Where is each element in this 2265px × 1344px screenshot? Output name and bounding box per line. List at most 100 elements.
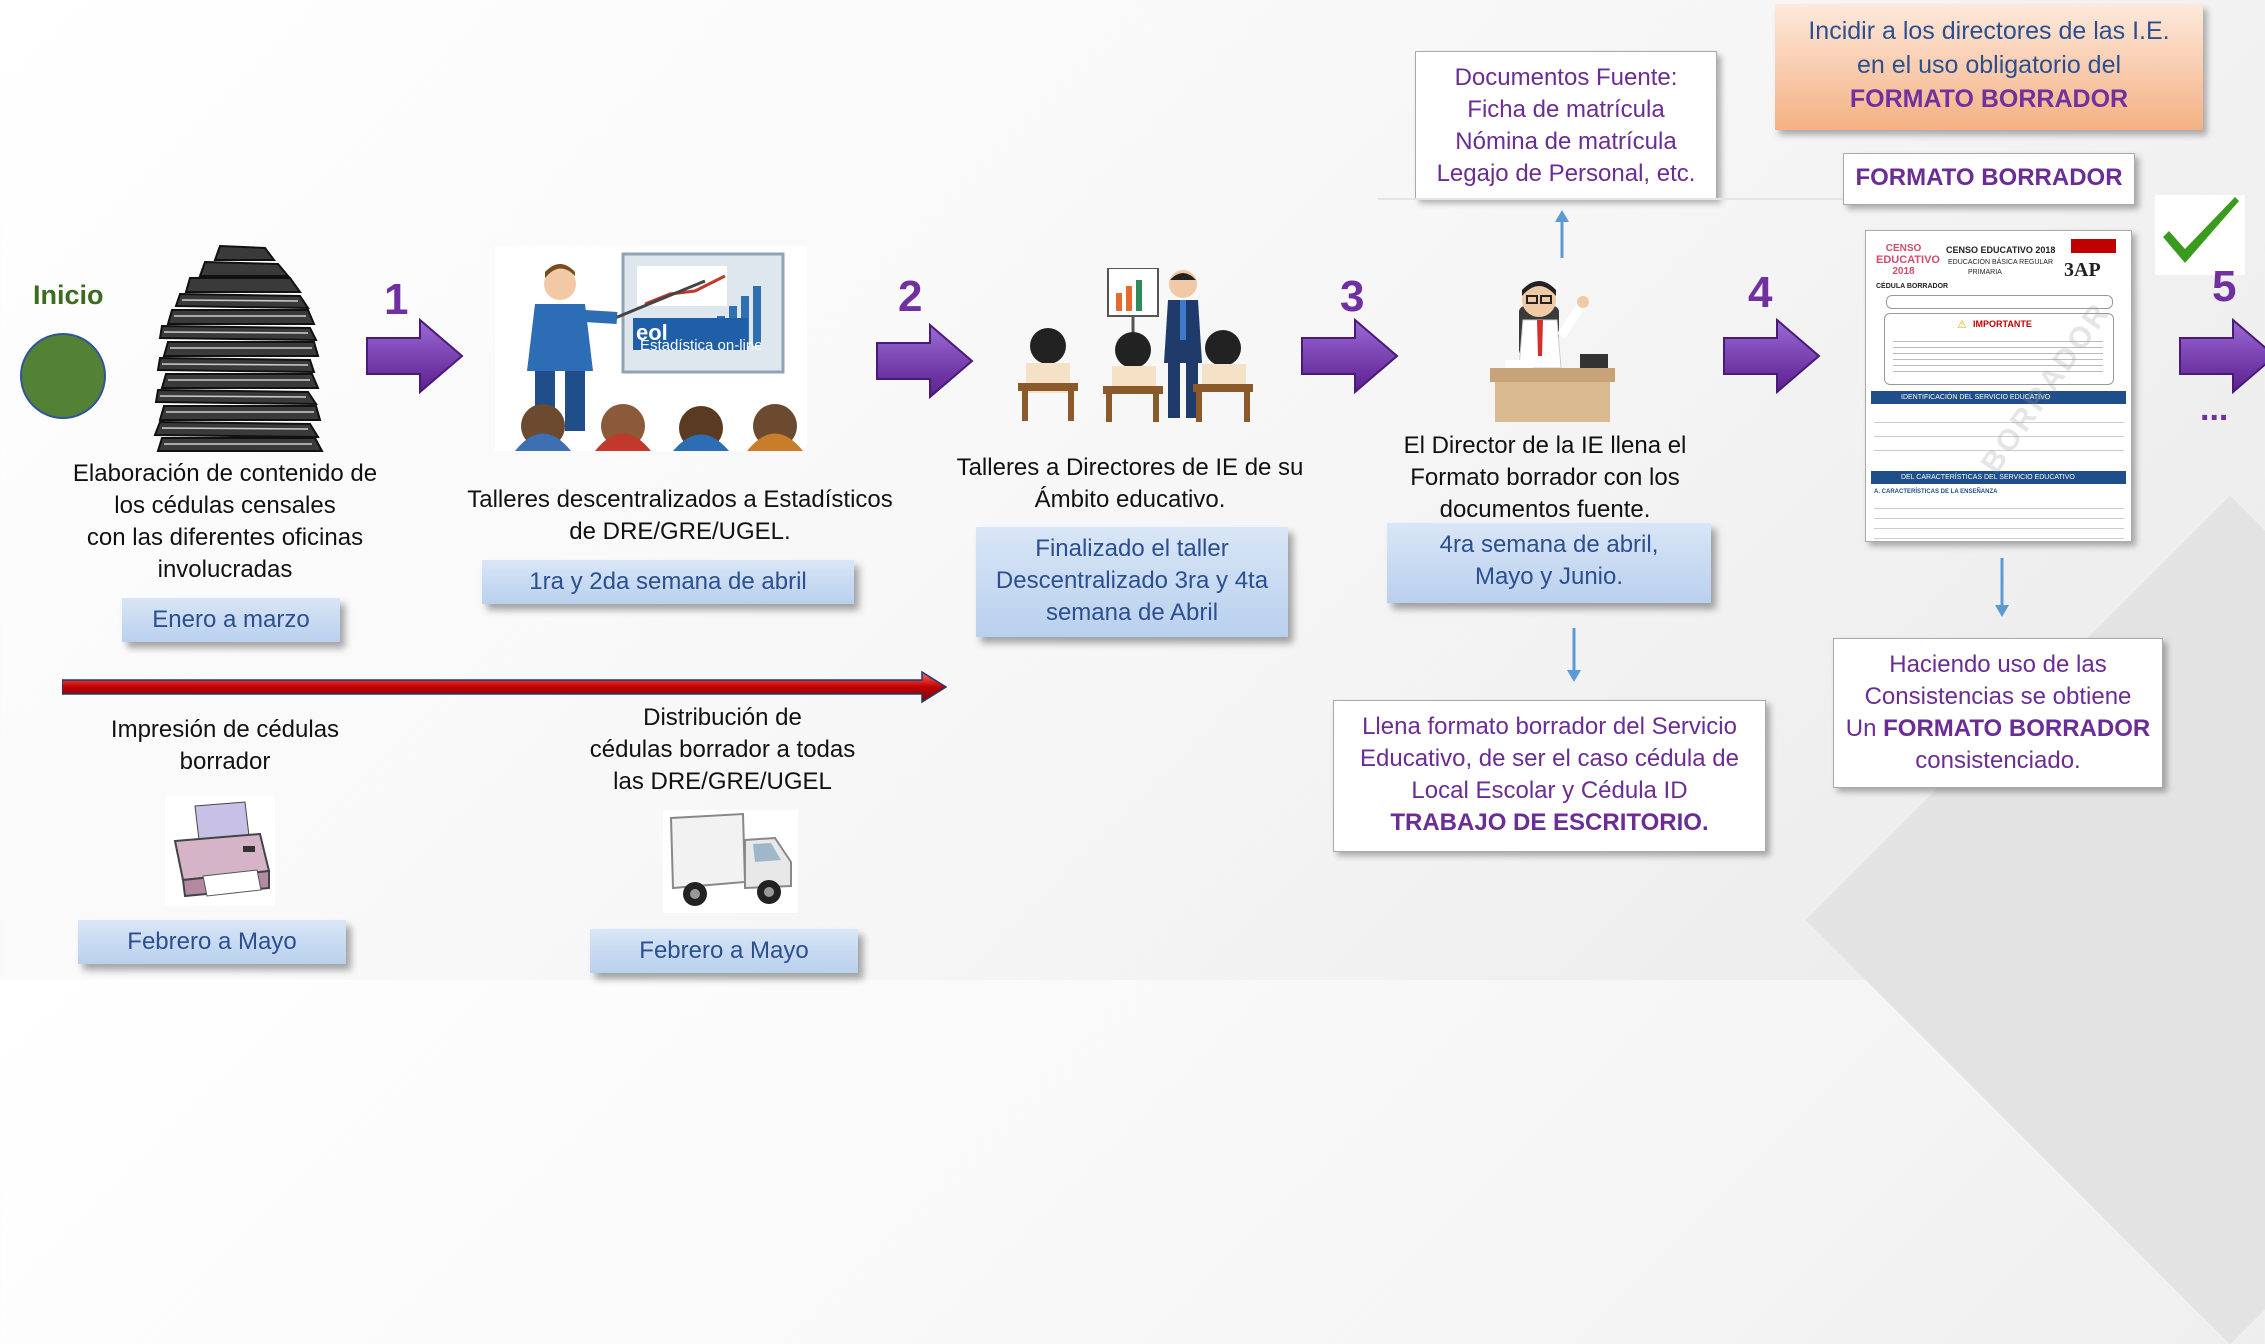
- documentos-fuente-box: Documentos Fuente: Ficha de matrícula Nó…: [1415, 51, 1717, 199]
- form-section-label: IDENTIFICACIÓN DEL SERVICIO EDUCATIVO: [1901, 394, 2051, 401]
- elaboracion-description: Elaboración de contenido de los cédulas …: [60, 458, 390, 586]
- form-title: CENSO EDUCATIVO 2018: [1946, 245, 2056, 255]
- form-section-label: DEL CARACTERÍSTICAS DEL SERVICIO EDUCATI…: [1901, 474, 2075, 481]
- elaboracion-period-badge: Enero a marzo: [122, 598, 340, 642]
- impresion-description: Impresión de cédulas borrador: [90, 714, 360, 778]
- form-subtitle: PRIMARIA: [1968, 269, 2002, 276]
- form-fields: [1874, 499, 2124, 539]
- checkmark-icon: [2155, 195, 2245, 275]
- distribucion-period-badge: Febrero a Mayo: [590, 929, 858, 973]
- documentos-fuente-line: Legajo de Personal, etc.: [1436, 160, 1696, 187]
- director-period-line: 4ra semana de abril,: [1439, 531, 1659, 558]
- director-line: El Director de la IE llena el: [1403, 432, 1687, 459]
- form-logo-year: 2018: [1892, 266, 1915, 277]
- printer-icon: [165, 796, 275, 906]
- continuation-ellipsis: ...: [2200, 390, 2229, 428]
- impresion-line: Impresión de cédulas: [110, 716, 340, 743]
- impresion-period-badge: Febrero a Mayo: [78, 920, 346, 964]
- divider-line: [1378, 198, 1858, 200]
- talleres-directores-line: Talleres a Directores de IE de su: [956, 454, 1304, 481]
- step-number: 1: [384, 275, 409, 324]
- arrow-down-icon: [1567, 628, 1581, 682]
- talleres-directores-period-line: Descentralizado 3ra y 4ta: [995, 567, 1269, 594]
- distribucion-description: Distribución de cédulas borrador a todas…: [555, 702, 890, 798]
- distribucion-line: las DRE/GRE/UGEL: [613, 768, 832, 795]
- form-preview-document: CENSO EDUCATIVO 2018 CENSO EDUCATIVO 201…: [1865, 230, 2132, 542]
- talleres-directores-period-line: semana de Abril: [1045, 599, 1219, 626]
- form-section-bar: DEL CARACTERÍSTICAS DEL SERVICIO EDUCATI…: [1871, 471, 2126, 484]
- form-important-box: ⚠ IMPORTANTE: [1884, 313, 2114, 385]
- documentos-fuente-line: Documentos Fuente:: [1454, 64, 1678, 91]
- talleres-directores-period-line: Finalizado el taller: [1035, 535, 1229, 562]
- arrow-down-icon: [1995, 558, 2009, 617]
- consistencias-box: Haciendo uso de las Consistencias se obt…: [1833, 638, 2163, 788]
- step-arrow-icon: [1723, 318, 1821, 394]
- form-section-bar: IDENTIFICACIÓN DEL SERVICIO EDUCATIVO: [1871, 391, 2126, 404]
- documentos-fuente-line: Ficha de matrícula: [1467, 96, 1665, 123]
- incidir-line: en el uso obligatorio del: [1856, 51, 2122, 79]
- trabajo-escritorio-emphasis: TRABAJO DE ESCRITORIO.: [1390, 809, 1709, 836]
- consistencias-line: Consistencias se obtiene: [1864, 683, 2132, 710]
- incidir-box: Incidir a los directores de las I.E. en …: [1775, 4, 2203, 130]
- consistencias-line: consistenciado.: [1915, 747, 2081, 774]
- consistencias-prefix: Un: [1845, 715, 1884, 742]
- form-lines: [1893, 336, 2103, 376]
- director-line: documentos fuente.: [1439, 496, 1651, 523]
- formato-borrador-label: FORMATO BORRADOR: [1843, 153, 2135, 205]
- form-important-label: IMPORTANTE: [1973, 319, 2032, 329]
- director-illustration: [1490, 281, 1615, 422]
- director-period-badge: 4ra semana de abril, Mayo y Junio.: [1387, 523, 1711, 603]
- distribucion-line: cédulas borrador a todas: [589, 736, 856, 763]
- trabajo-escritorio-line: Educativo, de ser el caso cédula de: [1360, 745, 1739, 772]
- step-number: 2: [898, 272, 923, 321]
- elaboracion-line: con las diferentes oficinas: [86, 524, 364, 551]
- form-banner: [1886, 295, 2113, 309]
- elaboracion-line: Elaboración de contenido de: [72, 460, 378, 487]
- talleres-estadisticos-line: Talleres descentralizados a Estadísticos: [467, 486, 893, 513]
- form-subtitle: EDUCACIÓN BÁSICA REGULAR: [1948, 259, 2054, 266]
- form-subsection-label: A. CARACTERÍSTICAS DE LA ENSEÑANZA: [1874, 489, 1998, 495]
- form-logo-line: EDUCATIVO: [1876, 254, 1940, 266]
- incidir-line: Incidir a los directores de las I.E.: [1808, 17, 2170, 45]
- step-arrow-icon: [2179, 318, 2265, 394]
- background-shape: [1805, 495, 2265, 1344]
- director-line: Formato borrador con los: [1410, 464, 1680, 491]
- form-fields: [1874, 409, 2124, 464]
- consistencias-line: Un FORMATO BORRADOR: [1842, 713, 2154, 745]
- impresion-line: borrador: [179, 748, 271, 775]
- talleres-estadisticos-description: Talleres descentralizados a Estadísticos…: [460, 484, 900, 548]
- distribucion-line: Distribución de: [643, 704, 802, 731]
- talleres-directores-period-badge: Finalizado el taller Descentralizado 3ra…: [976, 527, 1288, 637]
- talleres-directores-line: Ámbito educativo.: [1034, 486, 1226, 513]
- talleres-directores-description: Talleres a Directores de IE de su Ámbito…: [935, 452, 1325, 516]
- form-cedula-label: CÉDULA BORRADOR: [1876, 283, 1949, 290]
- elaboracion-line: involucradas: [157, 556, 293, 583]
- paper-stack-icon: [153, 244, 324, 452]
- consistencias-emphasis: FORMATO BORRADOR: [1883, 715, 2151, 742]
- arrow-up-icon: [1555, 210, 1569, 258]
- talleres-estadisticos-line: de DRE/GRE/UGEL.: [569, 518, 791, 545]
- director-description: El Director de la IE llena el Formato bo…: [1390, 430, 1700, 526]
- truck-icon: [663, 810, 798, 913]
- form-logo-line: CENSO: [1885, 243, 1922, 254]
- elaboracion-line: los cédulas censales: [114, 492, 336, 519]
- consistencias-line: Haciendo uso de las: [1889, 651, 2107, 678]
- step-number: 4: [1748, 268, 1773, 317]
- step-arrow-icon: [1301, 318, 1399, 394]
- start-label: Inicio: [33, 280, 104, 310]
- step-arrow-icon: [366, 318, 464, 394]
- presenter-illustration: [495, 246, 807, 451]
- documentos-fuente-line: Nómina de matrícula: [1455, 128, 1677, 155]
- form-code: 3AP: [2064, 259, 2101, 281]
- step-number: 5: [2212, 262, 2237, 311]
- trabajo-escritorio-line: Llena formato borrador del Servicio: [1362, 713, 1737, 740]
- talleres-estadisticos-period-badge: 1ra y 2da semana de abril: [482, 560, 854, 604]
- form-flag: [2071, 239, 2116, 253]
- warning-icon: ⚠: [1957, 319, 1967, 331]
- board-logo-text: eol: [636, 320, 668, 345]
- timeline-bar: [62, 670, 947, 704]
- form-logo: CENSO EDUCATIVO 2018: [1876, 243, 1940, 277]
- trabajo-escritorio-line: Local Escolar y Cédula ID: [1411, 777, 1688, 804]
- step-number: 3: [1340, 272, 1365, 321]
- board-caption-label: Estadística on-line: [640, 337, 763, 354]
